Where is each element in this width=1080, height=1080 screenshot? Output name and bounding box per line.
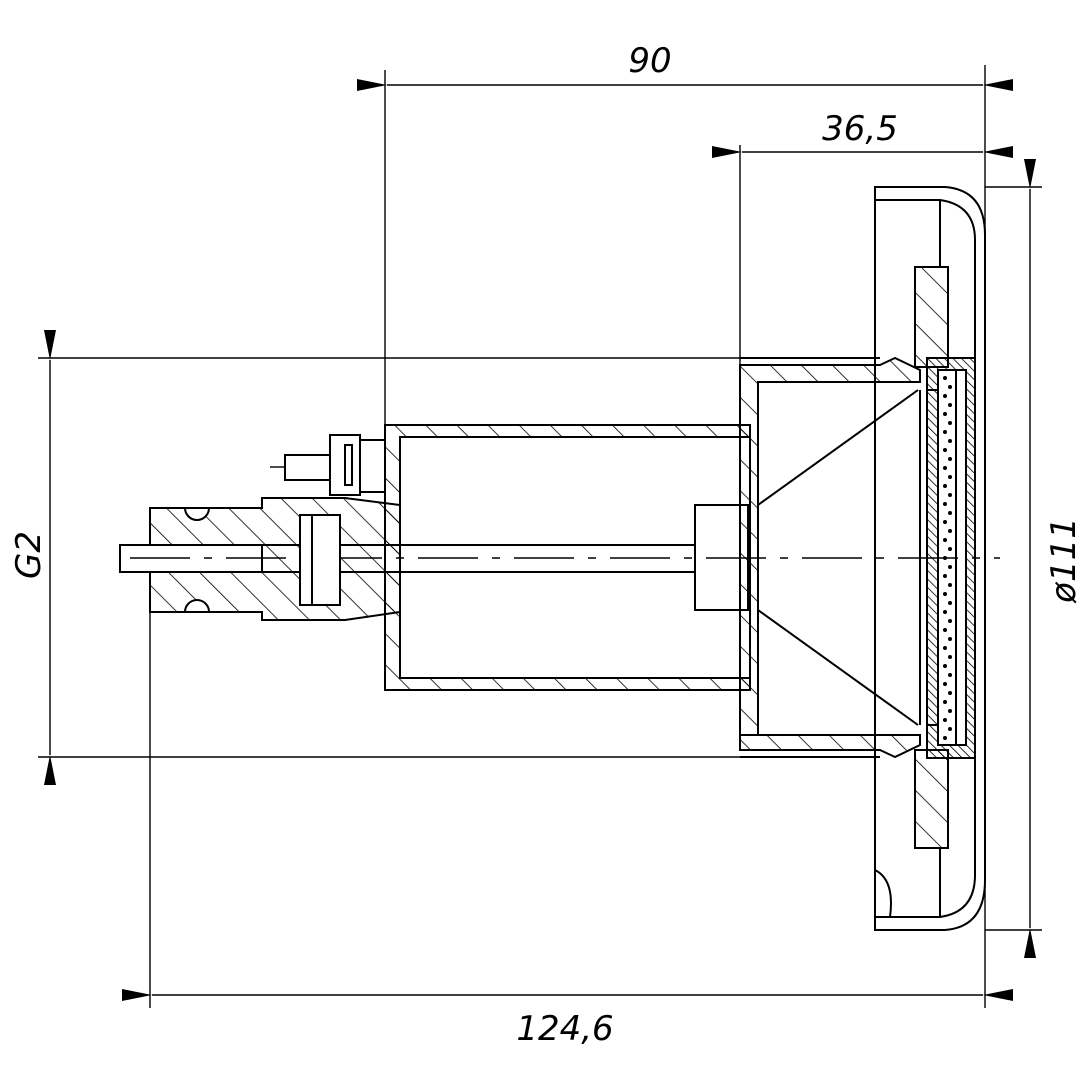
dimension-label-90: 90 <box>628 41 671 81</box>
spring-dot <box>943 538 947 542</box>
spring-dot <box>948 529 952 533</box>
spring-dot <box>948 583 952 587</box>
spring-dot <box>948 619 952 623</box>
spring-dot <box>943 502 947 506</box>
spring-dot <box>943 718 947 722</box>
spring-dot <box>943 736 947 740</box>
spring-dot <box>943 466 947 470</box>
spring-dot <box>948 673 952 677</box>
spring-dot <box>948 565 952 569</box>
spring-dot <box>943 664 947 668</box>
sleeve <box>739 356 921 759</box>
spring-dot <box>943 610 947 614</box>
spring-dot <box>948 493 952 497</box>
spring-dot <box>943 412 947 416</box>
dimension-label-diameter: ø111 <box>1044 517 1080 604</box>
spring-dot <box>943 430 947 434</box>
spring-dot <box>943 628 947 632</box>
spring-dot <box>948 547 952 551</box>
spring-dot <box>943 682 947 686</box>
spring-dot <box>948 727 952 731</box>
fitting <box>149 497 401 621</box>
spring-dot <box>943 484 947 488</box>
spring-dot <box>943 376 947 380</box>
spring-dot <box>943 394 947 398</box>
spring-dot <box>943 592 947 596</box>
spring-dot <box>948 691 952 695</box>
spring-dot <box>943 520 947 524</box>
spring-dot <box>948 709 952 713</box>
dimension-124-6: 124,6 <box>122 580 1013 1049</box>
spring-dot <box>943 574 947 578</box>
spring-dot <box>948 403 952 407</box>
spring-dot <box>948 637 952 641</box>
spring-dot <box>943 700 947 704</box>
spring-dot <box>943 646 947 650</box>
dimension-label-thread: G2 <box>9 531 49 579</box>
spring-dot <box>948 439 952 443</box>
spring-dot <box>948 655 952 659</box>
spring-dot <box>948 511 952 515</box>
shaft <box>119 544 1000 573</box>
spring-dot <box>948 601 952 605</box>
spring-dot <box>948 421 952 425</box>
spring-dot <box>948 475 952 479</box>
dimension-g2: G2 <box>9 330 740 785</box>
spring-dot <box>948 385 952 389</box>
terminal-screw <box>270 434 386 496</box>
dimension-90: 90 <box>357 41 1013 930</box>
spring-dot <box>943 448 947 452</box>
dimension-36-5: 36,5 <box>712 109 1013 370</box>
dimension-label-124-6: 124,6 <box>516 1009 613 1049</box>
dimension-label-36-5: 36,5 <box>822 109 898 149</box>
spring-dot <box>948 457 952 461</box>
dimension-diameter-111: ø111 <box>985 159 1080 958</box>
